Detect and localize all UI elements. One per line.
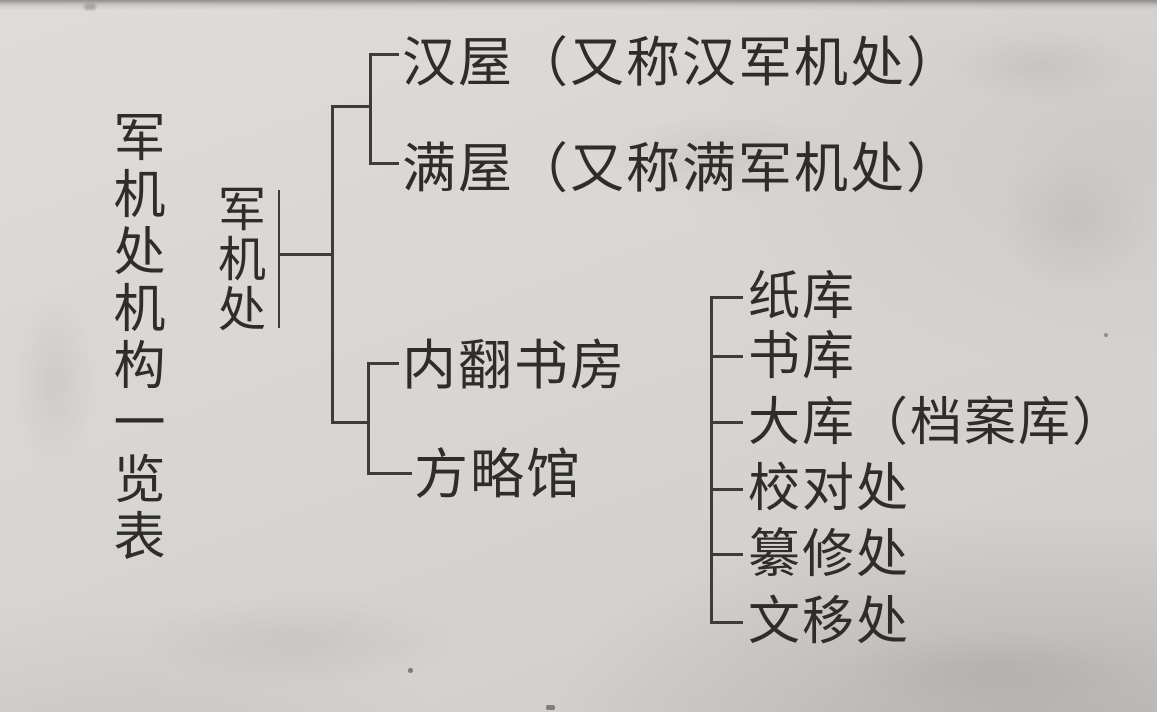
root-label-rule [278,190,280,328]
node-jiaoduichu: 校对处 [748,460,911,518]
node-neifanshufang: 内翻书房 [402,336,626,396]
tick-hanwu [369,53,399,56]
paper-speck [1104,333,1108,337]
tick-daku [710,421,743,424]
upper-bracket-vertical [369,53,372,165]
lower-bracket-vertical [367,362,370,475]
node-zuanxiuchu: 纂修处 [748,526,911,584]
node-zhiku: 纸库 [748,268,857,326]
tick-wenyichu [710,621,743,624]
paper-speck [546,705,555,710]
tick-fanglueguan [367,472,412,475]
root-node-label: 军机处 [210,184,263,334]
tick-neifanshufang [367,362,399,365]
bleed-through-smudge [15,290,95,470]
node-hanwu: 汉屋（又称汉军机处） [402,33,962,93]
chart-title: 军机处机构一览表 [105,110,163,566]
bleed-through-smudge [950,30,1130,100]
node-fanglueguan: 方略馆 [414,445,582,505]
root-connector-line [280,253,332,256]
node-daku: 大库（档案库） [748,394,1127,452]
node-shuku: 书库 [748,328,857,386]
paper-speck [408,668,413,673]
bleed-through-smudge [140,595,460,685]
paper-speck [84,4,96,10]
tick-manwu [369,162,399,165]
bleed-through-smudge [1000,150,1150,290]
main-bracket-vertical [331,105,334,424]
lower-connector-line [331,421,370,424]
tick-zuanxiuchu [710,553,743,556]
tick-shuku [710,355,743,358]
sub-bracket-vertical [710,296,713,624]
tick-zhiku [710,296,743,299]
tick-jiaoduichu [710,488,743,491]
upper-connector-line [331,105,372,108]
node-manwu: 满屋（又称满军机处） [402,139,962,199]
node-wenyichu: 文移处 [748,593,911,651]
